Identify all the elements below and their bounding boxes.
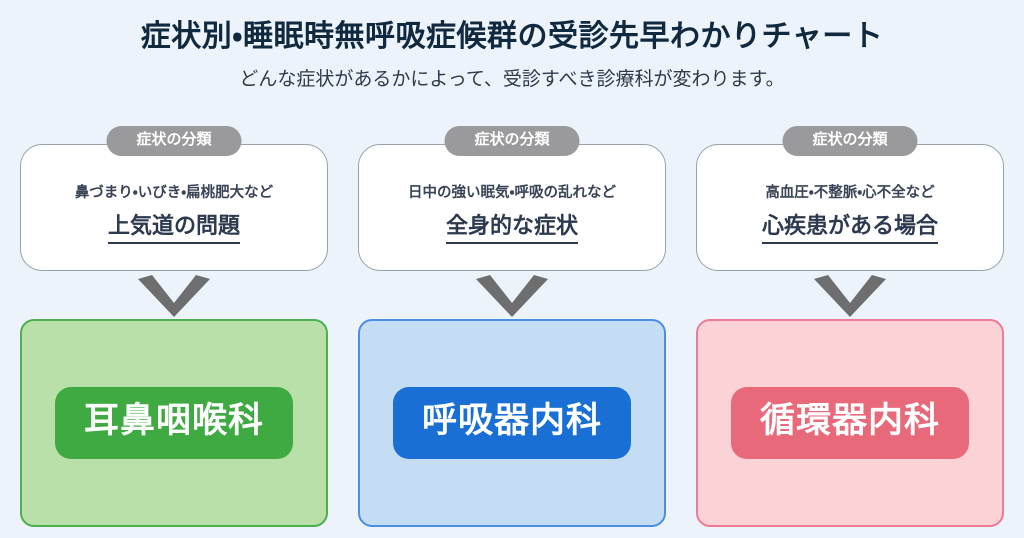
chevron-down-icon [814,275,886,317]
category-badge-3: 症状の分類 [782,126,918,156]
symptom-card-1: 鼻づまり・いびき・扁桃肥大など 上気道の問題 [20,144,328,271]
symptom-card-wrap-1: 症状の分類 鼻づまり・いびき・扁桃肥大など 上気道の問題 [20,126,328,271]
symptom-card-3: 高血圧・不整脈・心不全など 心疾患がある場合 [696,144,1004,271]
category-badge-1: 症状の分類 [106,126,242,156]
symptom-category-1: 上気道の問題 [107,212,240,244]
chevron-down-icon [138,275,210,317]
symptom-card-wrap-2: 症状の分類 日中の強い眠気・呼吸の乱れなど 全身的な症状 [358,126,666,271]
flow-column-3: 症状の分類 高血圧・不整脈・心不全など 心疾患がある場合 循環器内科 [696,126,1004,527]
department-label-2: 呼吸器内科 [393,387,631,459]
chevron-down-icon [476,275,548,317]
page-title: 症状別・睡眠時無呼吸症候群の受診先早わかりチャート [140,20,884,53]
symptom-list-3: 高血圧・不整脈・心不全など [765,185,935,202]
flow-column-1: 症状の分類 鼻づまり・いびき・扁桃肥大など 上気道の問題 耳鼻咽喉科 [20,126,328,527]
category-badge-2: 症状の分類 [444,126,580,156]
department-label-1: 耳鼻咽喉科 [55,387,293,459]
chart-header: 症状別・睡眠時無呼吸症候群の受診先早わかりチャート どんな症状があるかによって、… [0,0,1024,92]
column-container: 症状の分類 鼻づまり・いびき・扁桃肥大など 上気道の問題 耳鼻咽喉科 症状の分類… [0,126,1024,527]
symptom-card-wrap-3: 症状の分類 高血圧・不整脈・心不全など 心疾患がある場合 [696,126,1004,271]
page-subtitle: どんな症状があるかによって、受診すべき診療科が変わります。 [239,68,785,90]
result-panel-2: 呼吸器内科 [358,319,666,527]
symptom-list-1: 鼻づまり・いびき・扁桃肥大など [74,185,274,202]
symptom-category-3: 心疾患がある場合 [761,212,938,244]
result-panel-1: 耳鼻咽喉科 [20,319,328,527]
symptom-list-2: 日中の強い眠気・呼吸の乱れなど [408,185,616,202]
result-panel-3: 循環器内科 [696,319,1004,527]
flow-column-2: 症状の分類 日中の強い眠気・呼吸の乱れなど 全身的な症状 呼吸器内科 [358,126,666,527]
symptom-card-2: 日中の強い眠気・呼吸の乱れなど 全身的な症状 [358,144,666,271]
department-label-3: 循環器内科 [731,387,969,459]
symptom-category-2: 全身的な症状 [445,212,578,244]
